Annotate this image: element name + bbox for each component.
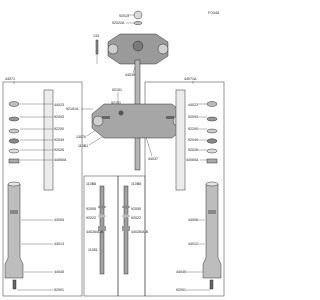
left-outer-tube (4, 183, 24, 279)
left-guide (8, 158, 20, 164)
label-92022a: 92022A (112, 21, 125, 25)
left-seal (8, 138, 20, 144)
left-oring (8, 116, 20, 122)
label-left-44013: 44013 (54, 242, 64, 246)
label-left-92026: 92026 (54, 148, 64, 152)
left-bushing (8, 148, 20, 154)
label-13070: 13070 (76, 135, 86, 139)
label-left-92049: 92049 (54, 138, 64, 142)
right-outer-top (205, 181, 219, 187)
right-inner-tube (175, 89, 186, 191)
label-center-110b8: 110B8 (86, 182, 96, 186)
washer-part (133, 21, 143, 25)
label-right-92055: 92055 (131, 207, 141, 211)
label-92015: 92015 (119, 14, 129, 18)
left-fork-frame (2, 81, 83, 297)
clamp-bolt-left (102, 116, 110, 119)
label-92151-b: 92151 (111, 101, 121, 105)
label-44037: 44037 (148, 157, 158, 161)
label-92151: 92151 (112, 88, 122, 92)
label-right-92093: 92093 (188, 115, 198, 119)
front-fork-exploded-diagram: F0346 44071 44071A 92015 92022A 44039 13… (2, 10, 225, 297)
right-cartridge-oring (122, 214, 130, 218)
right-cartridge-frame (117, 175, 146, 297)
lower-clamp-hole-left (92, 115, 104, 127)
left-washer (8, 128, 20, 134)
label-right-44012: 44012 (188, 242, 198, 246)
label-center-92055: 92055 (86, 207, 96, 211)
label-left-44023: 44023 (54, 103, 64, 107)
right-bottom-bolt (209, 279, 214, 290)
clamp-hole-right (157, 43, 169, 55)
label-left-44005: 44005 (54, 218, 64, 222)
label-right-44060a: 44060A (186, 158, 199, 162)
left-cartridge-washer (98, 205, 106, 209)
label-right-110b8: 110B8 (131, 182, 141, 186)
label-right-44006: 44006 (188, 218, 198, 222)
label-left-44045: 44045 (54, 270, 64, 274)
right-guide (206, 158, 218, 164)
right-cartridge-piston (122, 226, 130, 231)
label-110b1: 110B1 (78, 144, 88, 148)
left-bottom-bolt (12, 279, 17, 290)
label-44039: 44039 (125, 73, 135, 77)
label-left-92001: 92001 (54, 288, 64, 292)
stem-nut-part (133, 10, 143, 20)
clamp-hole-left (107, 43, 119, 55)
left-cartridge-piston (98, 226, 106, 231)
left-outer-top (7, 181, 21, 187)
left-cartridge-oring (98, 214, 106, 218)
left-outer-detail (10, 210, 18, 214)
right-leader-lines (186, 103, 210, 291)
right-cartridge-washer (122, 205, 130, 209)
label-44071a: 44071A (184, 77, 197, 81)
label-right-92049: 92049 (188, 138, 198, 142)
lower-bracket-part (91, 103, 185, 139)
label-92151a: 92151A (66, 107, 79, 111)
label-right-92026: 92026 (188, 148, 198, 152)
right-seal (206, 138, 218, 144)
label-right-92001: 92001 (176, 288, 186, 292)
label-right-92022: 92022 (131, 216, 141, 220)
label-center-92022: 92022 (86, 216, 96, 220)
label-44071: 44071 (5, 77, 15, 81)
left-fork-cap (8, 101, 20, 107)
parts-diagram-stage: F0346 44071 44071A 92015 92022A 44039 13… (2, 10, 225, 297)
stem-hole (132, 40, 144, 52)
right-outer-detail (208, 210, 216, 214)
nut-part (118, 110, 124, 116)
label-right-44045: 44045 (176, 270, 186, 274)
label-left-92093: 92093 (54, 115, 64, 119)
label-right-92200: 92200 (188, 127, 198, 131)
right-outer-tube (202, 183, 222, 279)
clamp-bolt-right (166, 116, 174, 119)
label-right-44026ab: 44026/A-B (131, 230, 149, 234)
bolt-133-part (95, 39, 99, 55)
label-right-44023: 44023 (188, 103, 198, 107)
right-oring (206, 116, 218, 122)
label-left-44060a: 44060A (54, 158, 67, 162)
leader-line (145, 136, 153, 157)
label-center-11051: 11051 (88, 248, 98, 252)
right-bushing (206, 148, 218, 154)
label-center-44026ab: 44026/A-B (86, 230, 104, 234)
label-133: 133 (93, 34, 99, 38)
label-left-92200: 92200 (54, 127, 64, 131)
right-washer (206, 128, 218, 134)
diagram-code: F0346 (208, 10, 220, 15)
left-leader-lines (17, 103, 53, 291)
right-fork-cap (206, 101, 218, 107)
